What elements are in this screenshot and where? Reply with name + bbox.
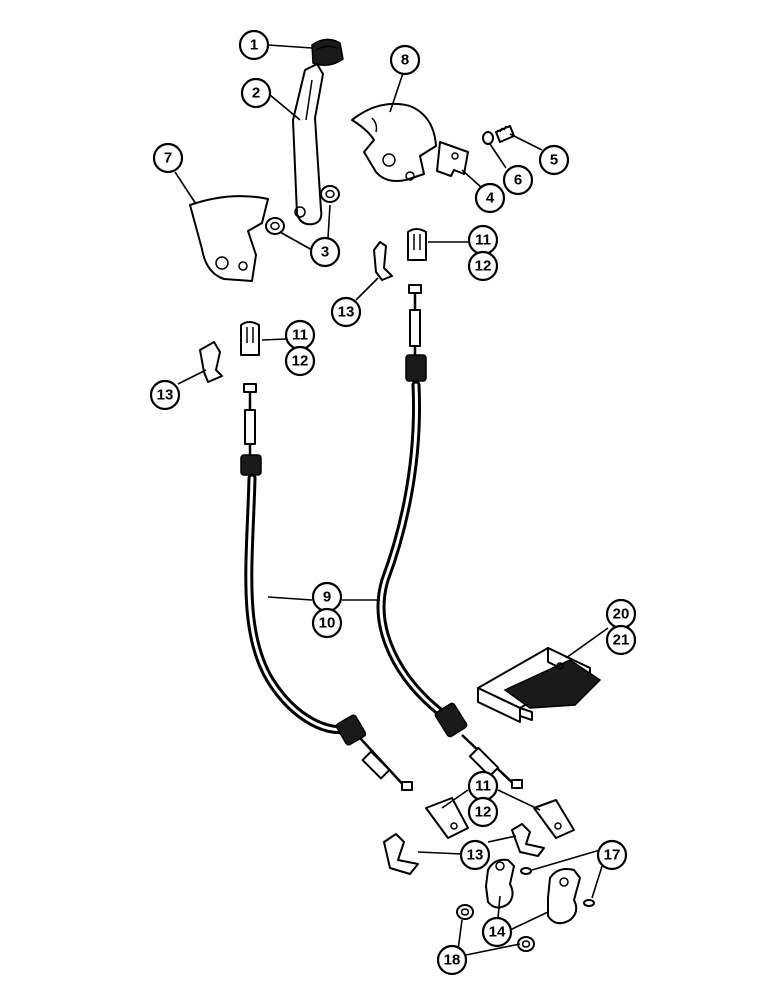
control-cable-right bbox=[376, 284, 523, 789]
right-quadrant-plate bbox=[351, 102, 437, 182]
svg-text:7: 7 bbox=[164, 150, 172, 167]
clip-part-left bbox=[199, 341, 223, 383]
svg-text:4: 4 bbox=[486, 190, 495, 207]
svg-text:11: 11 bbox=[292, 327, 308, 344]
lever-part bbox=[292, 63, 324, 226]
clevis-parts-lower bbox=[425, 797, 575, 839]
svg-text:5: 5 bbox=[550, 152, 558, 169]
svg-text:20: 20 bbox=[613, 606, 630, 623]
callout-17: 17 bbox=[596, 839, 628, 871]
svg-text:10: 10 bbox=[319, 615, 336, 632]
callout-1: 1 bbox=[238, 29, 270, 61]
svg-text:13: 13 bbox=[338, 304, 355, 321]
svg-text:12: 12 bbox=[292, 353, 309, 370]
washer-parts bbox=[456, 904, 535, 952]
left-quadrant-plate bbox=[189, 195, 269, 282]
svg-text:13: 13 bbox=[157, 387, 174, 404]
bracket-part bbox=[436, 141, 469, 177]
svg-text:21: 21 bbox=[613, 632, 630, 649]
svg-text:13: 13 bbox=[467, 847, 484, 864]
callout-2: 2 bbox=[240, 77, 272, 109]
pin-parts bbox=[520, 867, 595, 907]
callout-7: 7 bbox=[152, 142, 184, 174]
svg-text:12: 12 bbox=[475, 258, 492, 275]
svg-text:11: 11 bbox=[475, 232, 491, 249]
knob-part bbox=[311, 38, 344, 66]
callout-14: 14 bbox=[481, 916, 513, 948]
svg-text:14: 14 bbox=[489, 924, 506, 941]
clip-parts-lower bbox=[383, 823, 545, 875]
clevis-part-upper bbox=[407, 228, 427, 261]
svg-text:11: 11 bbox=[475, 778, 491, 795]
callout-9-10: 9 10 bbox=[311, 581, 343, 639]
callout-11-12-lower: 11 12 bbox=[467, 770, 499, 828]
svg-text:1: 1 bbox=[250, 37, 258, 54]
callout-11-12-upper: 11 12 bbox=[467, 224, 499, 282]
lever-arm-parts bbox=[485, 858, 581, 925]
callout-5: 5 bbox=[538, 144, 570, 176]
callout-20-21: 20 21 bbox=[605, 598, 637, 656]
callout-8: 8 bbox=[389, 44, 421, 76]
svg-text:8: 8 bbox=[401, 52, 409, 69]
cable-guide-bracket bbox=[477, 647, 602, 723]
clip-part-upper bbox=[373, 241, 393, 281]
callout-13-upper: 13 bbox=[330, 296, 362, 328]
callout-13-lower: 13 bbox=[459, 839, 491, 871]
svg-text:2: 2 bbox=[252, 85, 260, 102]
svg-text:18: 18 bbox=[444, 952, 461, 969]
bolt-and-washer-parts bbox=[482, 125, 515, 145]
control-cable-left bbox=[240, 383, 413, 791]
callout-18: 18 bbox=[436, 944, 468, 976]
callout-6: 6 bbox=[502, 164, 534, 196]
callout-11-12-left: 11 12 bbox=[284, 319, 316, 377]
callout-4: 4 bbox=[474, 182, 506, 214]
callout-13-left: 13 bbox=[149, 379, 181, 411]
svg-text:9: 9 bbox=[323, 589, 331, 606]
svg-text:17: 17 bbox=[604, 847, 621, 864]
callout-3: 3 bbox=[309, 236, 341, 268]
svg-text:6: 6 bbox=[514, 172, 522, 189]
svg-text:12: 12 bbox=[475, 804, 492, 821]
bushing-parts bbox=[265, 185, 340, 235]
svg-text:3: 3 bbox=[321, 244, 329, 261]
leader-lines bbox=[174, 44, 609, 956]
clevis-part-left bbox=[240, 321, 260, 356]
